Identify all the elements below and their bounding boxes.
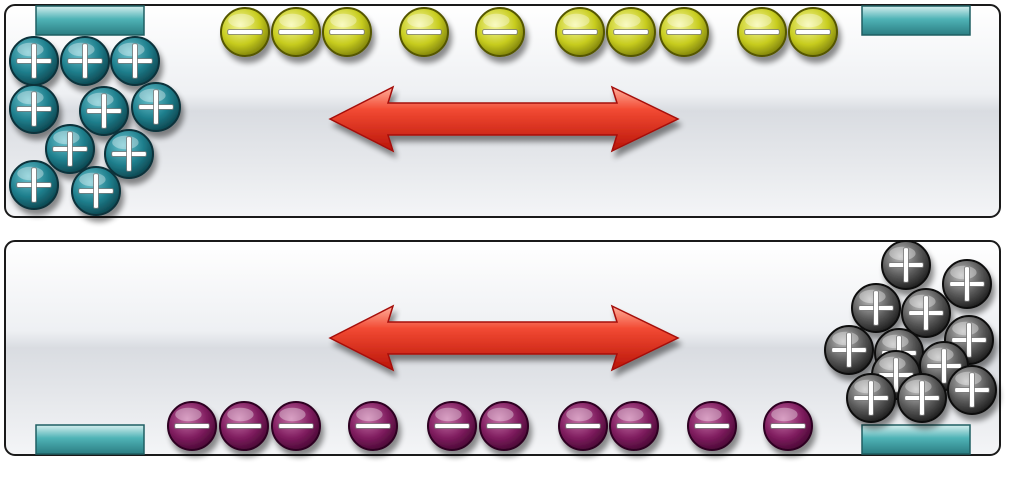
positive-charge-3 bbox=[851, 283, 901, 333]
bottom-positive-charges bbox=[824, 240, 997, 423]
negative-charge-5 bbox=[475, 7, 525, 57]
negative-charge-10 bbox=[788, 7, 838, 57]
positive-charge-4 bbox=[901, 288, 951, 338]
positive-charge-5 bbox=[79, 86, 129, 136]
bottom-panel bbox=[4, 240, 1001, 456]
positive-charge-12 bbox=[897, 373, 947, 423]
negative-charge-10 bbox=[763, 401, 813, 451]
negative-charge-8 bbox=[659, 7, 709, 57]
top-panel bbox=[4, 4, 1001, 218]
positive-charge-1 bbox=[9, 36, 59, 86]
bottom-negative-charges bbox=[167, 401, 813, 451]
negative-charge-1 bbox=[167, 401, 217, 451]
negative-charge-3 bbox=[322, 7, 372, 57]
positive-charge-6 bbox=[824, 325, 874, 375]
negative-charge-9 bbox=[687, 401, 737, 451]
top-positive-charges bbox=[9, 36, 181, 216]
bottom-left-electrode bbox=[35, 424, 145, 455]
negative-charge-9 bbox=[737, 7, 787, 57]
top-negative-charges bbox=[220, 7, 838, 57]
positive-charge-2 bbox=[60, 36, 110, 86]
negative-charge-1 bbox=[220, 7, 270, 57]
top-right-electrode bbox=[861, 5, 971, 36]
positive-charge-2 bbox=[942, 259, 992, 309]
negative-charge-7 bbox=[558, 401, 608, 451]
bottom-right-electrode bbox=[861, 424, 971, 455]
positive-charge-6 bbox=[131, 82, 181, 132]
positive-charge-8 bbox=[104, 129, 154, 179]
negative-charge-2 bbox=[219, 401, 269, 451]
positive-charge-3 bbox=[110, 36, 160, 86]
positive-charge-10 bbox=[947, 365, 997, 415]
negative-charge-6 bbox=[555, 7, 605, 57]
negative-charge-6 bbox=[479, 401, 529, 451]
negative-charge-7 bbox=[606, 7, 656, 57]
negative-charge-3 bbox=[271, 401, 321, 451]
top-left-electrode bbox=[35, 5, 145, 36]
positive-charge-9 bbox=[9, 160, 59, 210]
top-double-arrow bbox=[328, 85, 680, 153]
negative-charge-2 bbox=[271, 7, 321, 57]
positive-charge-7 bbox=[45, 124, 95, 174]
positive-charge-11 bbox=[846, 373, 896, 423]
negative-charge-4 bbox=[399, 7, 449, 57]
negative-charge-5 bbox=[427, 401, 477, 451]
positive-charge-4 bbox=[9, 84, 59, 134]
bottom-double-arrow bbox=[328, 304, 680, 372]
positive-charge-10 bbox=[71, 166, 121, 216]
negative-charge-8 bbox=[609, 401, 659, 451]
positive-charge-1 bbox=[881, 240, 931, 290]
negative-charge-4 bbox=[348, 401, 398, 451]
